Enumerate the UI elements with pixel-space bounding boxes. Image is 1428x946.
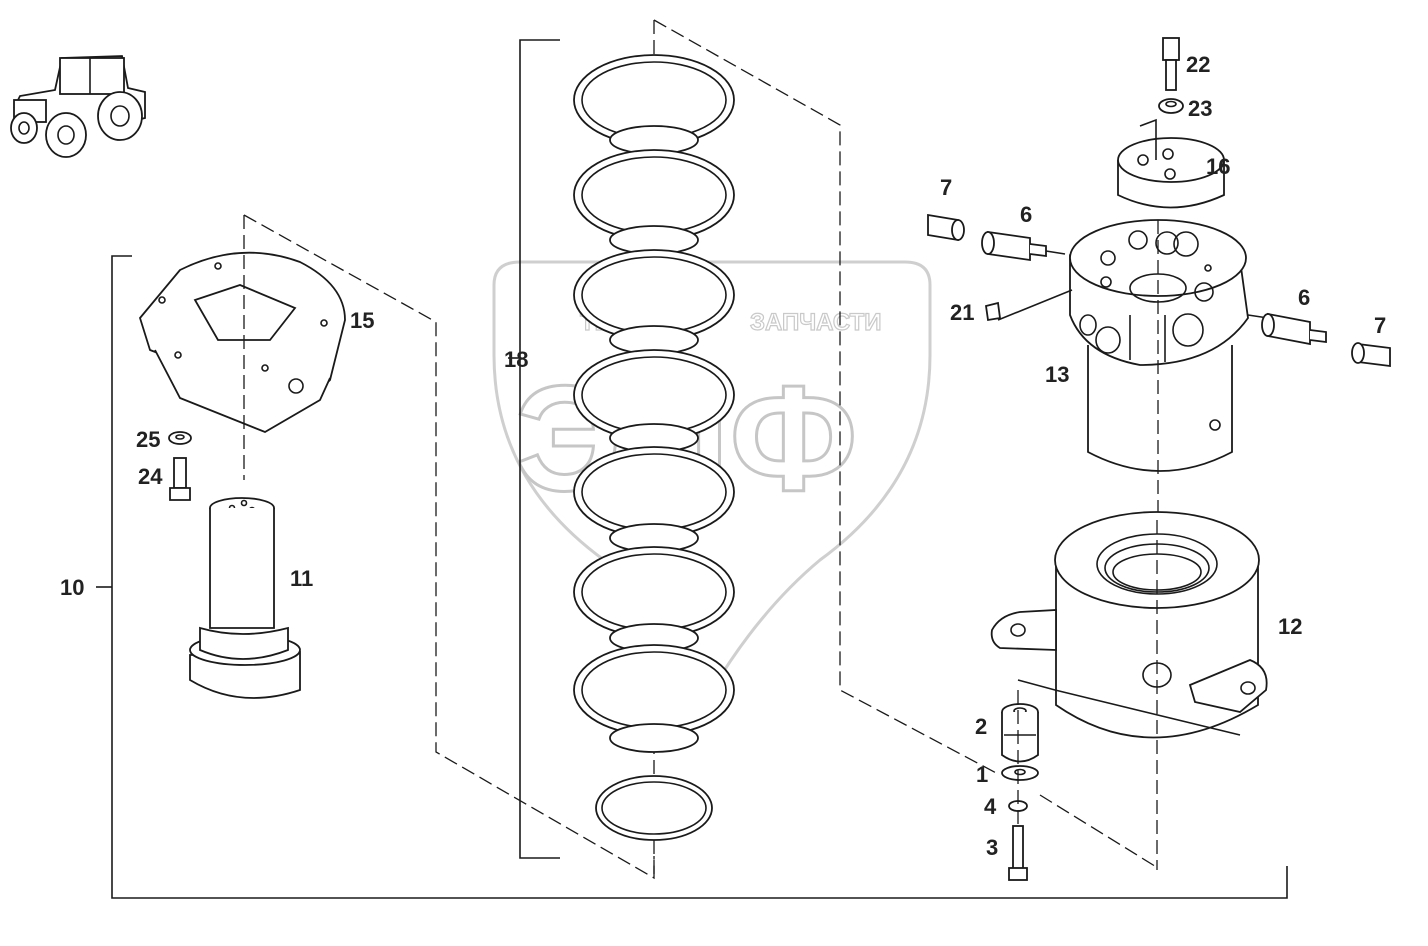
callout-18: 18: [504, 347, 528, 372]
callout-11: 11: [290, 566, 313, 591]
part-11-pin: [189, 497, 301, 699]
seal-ring-stack: [573, 19, 1001, 880]
callout-6-left: 6: [1020, 202, 1032, 227]
callout-16: 16: [1206, 154, 1230, 179]
callout-2: 2: [975, 714, 987, 739]
callout-3: 3: [986, 835, 998, 860]
callout-12: 12: [1278, 614, 1302, 639]
part-7-cap-left: [927, 213, 965, 242]
part-7-cap-right: [1351, 342, 1391, 368]
callouts: 10 11 15 25 24 18 22 23 16 7 6 21 6 7 13…: [60, 52, 1386, 860]
part-23-washer: [1158, 98, 1184, 114]
part-13-valve-body: [1069, 219, 1249, 540]
callout-4: 4: [984, 794, 997, 819]
callout-10: 10: [60, 575, 84, 600]
part-2-damper: [1001, 703, 1039, 763]
callout-1: 1: [976, 762, 988, 787]
part-1-washer: [1001, 765, 1039, 781]
part-22-screw: [1162, 37, 1180, 91]
part-24-bolt: [169, 457, 191, 501]
callout-6-right: 6: [1298, 285, 1310, 310]
callout-21: 21: [950, 300, 974, 325]
watermark-text-right: ЗАПЧАСТИ: [750, 309, 882, 336]
callout-23: 23: [1188, 96, 1212, 121]
part-16-cap: [1117, 118, 1225, 209]
tractor-icon: [10, 55, 146, 158]
part-12-housing: [990, 511, 1268, 870]
callout-22: 22: [1186, 52, 1210, 77]
part-21-plug: [984, 289, 1073, 322]
callout-25: 25: [136, 427, 160, 452]
callout-24: 24: [138, 464, 163, 489]
part-3-bolt: [1008, 690, 1159, 881]
seal-kit-bracket: [519, 39, 560, 859]
callout-7-right: 7: [1374, 313, 1386, 338]
part-6-fitting-right: [1247, 312, 1327, 346]
part-15-flange: [138, 215, 346, 480]
part-6-fitting-left: [981, 230, 1066, 262]
callout-15: 15: [350, 308, 374, 333]
part-25-washer: [168, 431, 192, 445]
callout-13: 13: [1045, 362, 1069, 387]
callout-7-left: 7: [940, 175, 952, 200]
assembly-10-bracket: [111, 255, 1288, 899]
